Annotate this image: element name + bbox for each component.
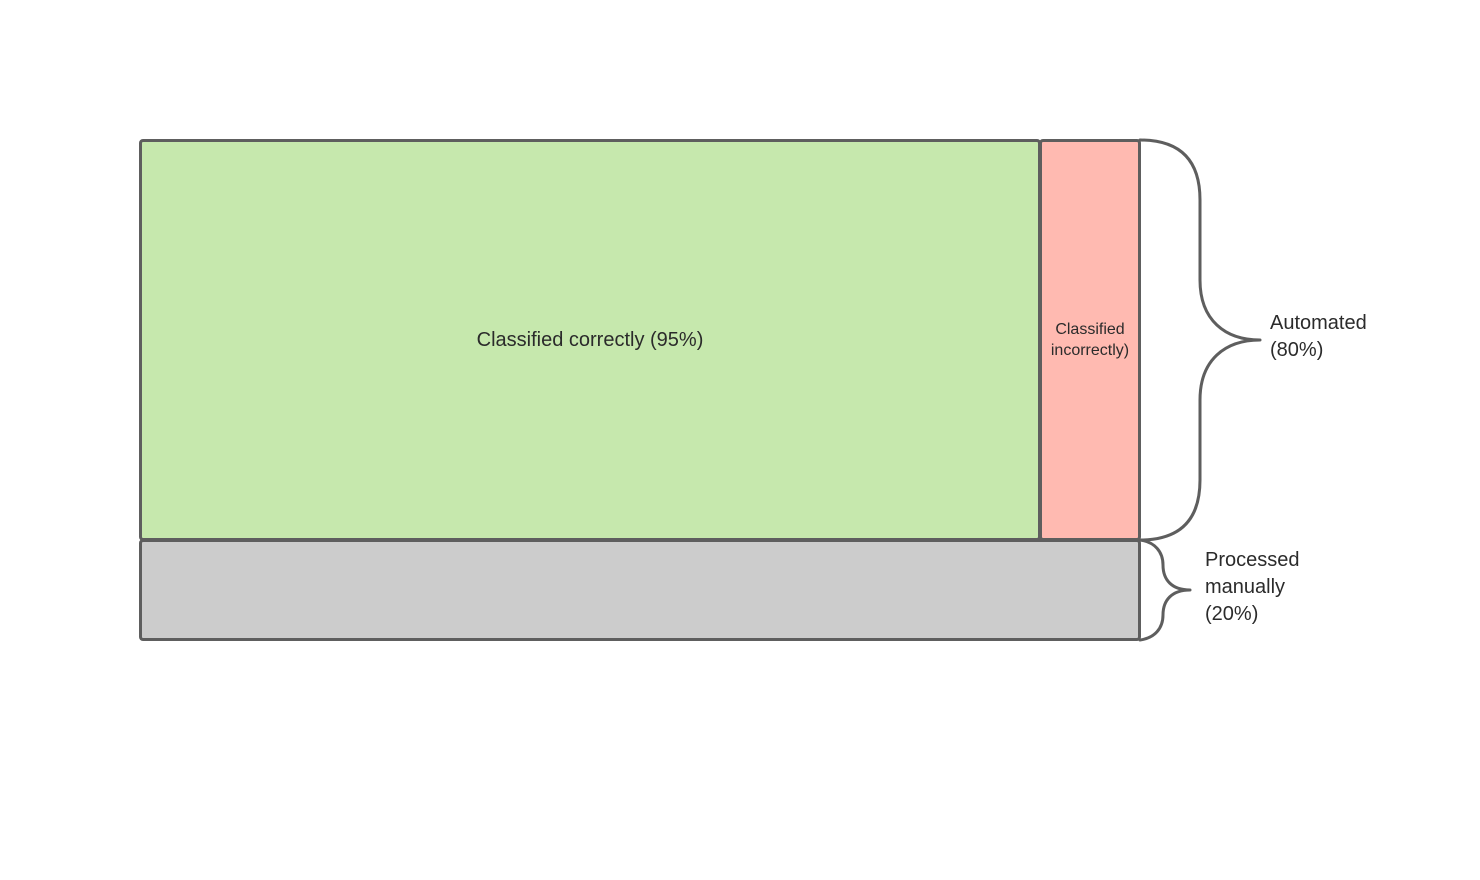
- automated-brace: [1138, 138, 1262, 542]
- classified-incorrectly-label: Classified incorrectly): [1051, 319, 1129, 361]
- processed-manually-label-line-1: Processed: [1205, 549, 1300, 571]
- classified-correctly-box: Classified correctly (95%): [139, 139, 1041, 541]
- automated-label: Automated (80%): [1270, 310, 1367, 364]
- classified-incorrectly-label-line-2: incorrectly): [1050, 342, 1130, 359]
- processed-manually-label-line-2: manually: [1205, 576, 1286, 598]
- automated-label-line-1: Automated: [1270, 312, 1367, 334]
- classified-incorrectly-box: Classified incorrectly): [1039, 139, 1141, 541]
- classified-correctly-label: Classified correctly (95%): [476, 329, 704, 351]
- processed-manually-box: [139, 539, 1141, 641]
- processed-manually-label-line-3: (20%): [1205, 603, 1259, 625]
- automated-label-line-2: (80%): [1270, 339, 1324, 361]
- processed-manually-label: Processed manually (20%): [1205, 547, 1300, 628]
- classified-incorrectly-label-line-1: Classified: [1055, 321, 1125, 338]
- manual-brace: [1138, 538, 1192, 642]
